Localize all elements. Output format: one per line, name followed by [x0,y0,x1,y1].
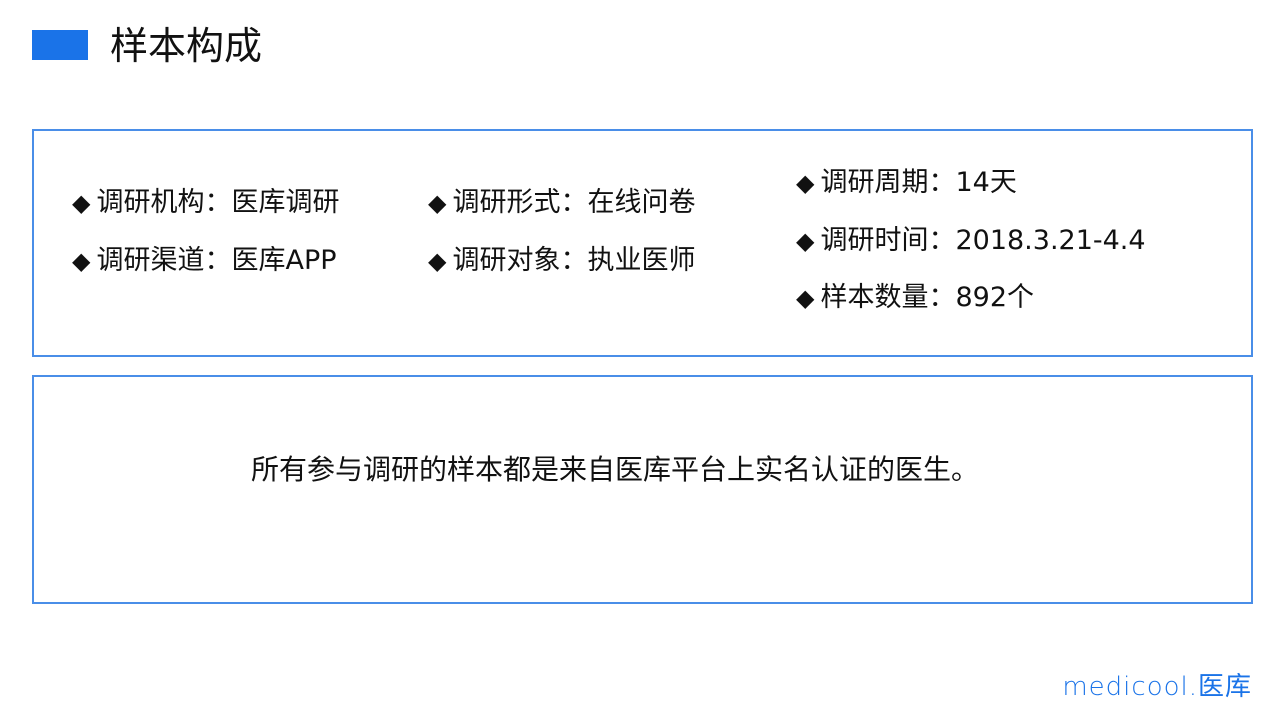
info-item: ◆样本数量：892个 [796,280,1034,316]
survey-info-panel [32,129,1253,357]
info-text: 调研形式：在线问卷 [452,187,696,218]
diamond-bullet-icon: ◆ [72,247,91,275]
info-item: ◆调研机构：医库调研 [72,185,339,221]
info-item: ◆调研形式：在线问卷 [428,185,695,221]
diamond-bullet-icon: ◆ [796,227,815,255]
info-text: 调研渠道：医库APP [96,245,337,276]
info-text: 调研机构：医库调研 [96,187,340,218]
info-text: 调研对象：执业医师 [452,245,696,276]
note-panel [32,375,1253,604]
info-item: ◆调研对象：执业医师 [428,243,695,279]
title-accent-bar [32,30,88,60]
info-item: ◆调研时间：2018.3.21-4.4 [796,223,1146,259]
diamond-bullet-icon: ◆ [72,189,91,217]
info-item: ◆调研渠道：医库APP [72,243,337,279]
diamond-bullet-icon: ◆ [796,284,815,312]
info-text: 调研时间：2018.3.21-4.4 [820,225,1146,256]
page-title: 样本构成 [110,24,263,68]
note-text: 所有参与调研的样本都是来自医库平台上实名认证的医生。 [250,453,979,486]
medicool-logo: medicool.医库 [1062,672,1252,702]
diamond-bullet-icon: ◆ [428,247,447,275]
diamond-bullet-icon: ◆ [796,169,815,197]
info-item: ◆调研周期：14天 [796,165,1017,201]
diamond-bullet-icon: ◆ [428,189,447,217]
info-text: 调研周期：14天 [820,167,1017,198]
info-text: 样本数量：892个 [820,282,1035,313]
